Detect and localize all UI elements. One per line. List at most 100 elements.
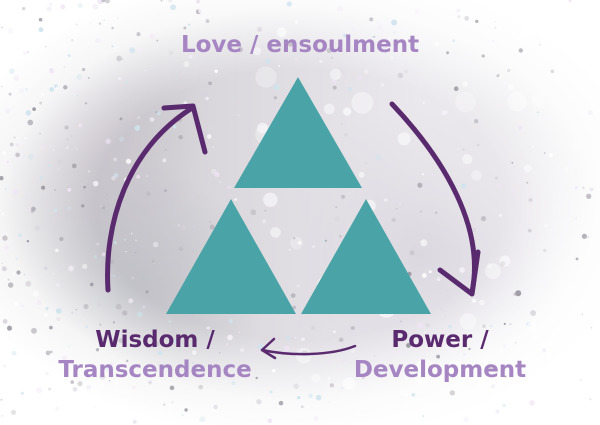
glitter-speck xyxy=(23,273,26,276)
glitter-speck xyxy=(504,375,507,378)
glitter-speck xyxy=(45,350,51,356)
glitter-speck xyxy=(122,58,124,61)
glitter-speck xyxy=(228,318,233,323)
glitter-speck xyxy=(565,166,569,171)
glitter-speck xyxy=(162,158,167,163)
glitter-speck xyxy=(91,62,93,64)
label-power-line2: Development xyxy=(353,357,527,383)
glitter-speck xyxy=(234,198,237,201)
glitter-speck xyxy=(100,382,105,388)
glitter-speck xyxy=(123,238,126,241)
glitter-speck xyxy=(75,308,77,311)
glitter-speck xyxy=(170,4,177,11)
glitter-speck xyxy=(39,145,44,150)
glitter-speck xyxy=(536,111,539,114)
glitter-speck xyxy=(419,83,421,85)
glitter-speck xyxy=(331,57,333,59)
bokeh-orb xyxy=(329,68,342,80)
glitter-speck xyxy=(344,133,348,137)
glitter-speck xyxy=(352,27,355,31)
glitter-speck xyxy=(581,233,588,239)
glitter-speck xyxy=(149,117,155,122)
bokeh-orb xyxy=(256,122,268,134)
glitter-speck xyxy=(38,132,42,136)
glitter-speck xyxy=(494,27,497,29)
label-love-text: Love / ensoulment xyxy=(180,32,420,58)
glitter-speck xyxy=(391,19,398,26)
glitter-speck xyxy=(86,365,90,369)
glitter-speck xyxy=(131,385,136,390)
glitter-speck xyxy=(444,314,447,317)
glitter-speck xyxy=(3,176,6,179)
glitter-speck xyxy=(162,403,166,406)
glitter-speck xyxy=(498,213,502,217)
glitter-speck xyxy=(509,323,512,326)
glitter-speck xyxy=(53,208,58,213)
glitter-speck xyxy=(52,273,55,275)
glitter-speck xyxy=(578,151,580,154)
glitter-speck xyxy=(191,194,195,199)
glitter-speck xyxy=(70,134,73,138)
glitter-speck xyxy=(43,312,48,317)
bokeh-orb xyxy=(290,236,303,250)
glitter-speck xyxy=(70,380,74,384)
glitter-speck xyxy=(4,244,10,251)
glitter-speck xyxy=(340,386,344,390)
glitter-speck xyxy=(167,0,173,3)
glitter-speck xyxy=(581,313,584,315)
glitter-speck xyxy=(26,50,30,54)
glitter-speck xyxy=(296,284,301,288)
glitter-speck xyxy=(425,322,431,328)
glitter-speck xyxy=(256,399,262,405)
glitter-speck xyxy=(494,176,499,180)
glitter-speck xyxy=(301,337,305,342)
glitter-speck xyxy=(81,67,86,72)
glitter-speck xyxy=(293,38,295,40)
glitter-speck xyxy=(411,119,414,122)
glitter-speck xyxy=(81,204,85,208)
glitter-speck xyxy=(168,50,174,55)
glitter-speck xyxy=(568,0,572,3)
glitter-speck xyxy=(590,326,593,329)
bokeh-orb xyxy=(270,227,281,238)
glitter-speck xyxy=(181,414,184,417)
glitter-speck xyxy=(453,86,459,91)
glitter-speck xyxy=(501,105,505,109)
glitter-speck xyxy=(28,153,34,160)
glitter-speck xyxy=(183,26,187,30)
glitter-speck xyxy=(497,183,502,188)
glitter-speck xyxy=(192,365,198,372)
glitter-speck xyxy=(333,330,336,333)
glitter-speck xyxy=(101,205,106,210)
glitter-speck xyxy=(582,186,585,189)
glitter-speck xyxy=(134,125,141,131)
glitter-speck xyxy=(343,362,346,364)
glitter-speck xyxy=(292,305,297,310)
glitter-speck xyxy=(335,206,337,208)
glitter-speck xyxy=(269,390,273,394)
glitter-speck xyxy=(88,77,90,79)
glitter-speck xyxy=(0,176,4,181)
glitter-speck xyxy=(391,217,396,223)
glitter-speck xyxy=(411,392,416,397)
glitter-speck xyxy=(260,231,263,234)
glitter-speck xyxy=(55,248,59,253)
glitter-speck xyxy=(417,322,424,329)
glitter-speck xyxy=(144,398,148,402)
glitter-speck xyxy=(95,38,101,44)
glitter-speck xyxy=(456,8,461,13)
glitter-speck xyxy=(95,348,100,352)
glitter-speck xyxy=(448,324,452,329)
glitter-speck xyxy=(421,173,424,176)
label-love-ensoulment: Love / ensoulment xyxy=(0,30,600,60)
glitter-speck xyxy=(216,100,219,103)
bokeh-orb xyxy=(520,25,534,40)
glitter-speck xyxy=(340,123,343,126)
glitter-speck xyxy=(9,68,15,74)
glitter-speck xyxy=(365,162,368,165)
glitter-speck xyxy=(43,266,48,271)
glitter-speck xyxy=(374,355,376,357)
glitter-speck xyxy=(56,317,61,322)
glitter-speck xyxy=(104,60,107,62)
glitter-speck xyxy=(22,50,28,56)
